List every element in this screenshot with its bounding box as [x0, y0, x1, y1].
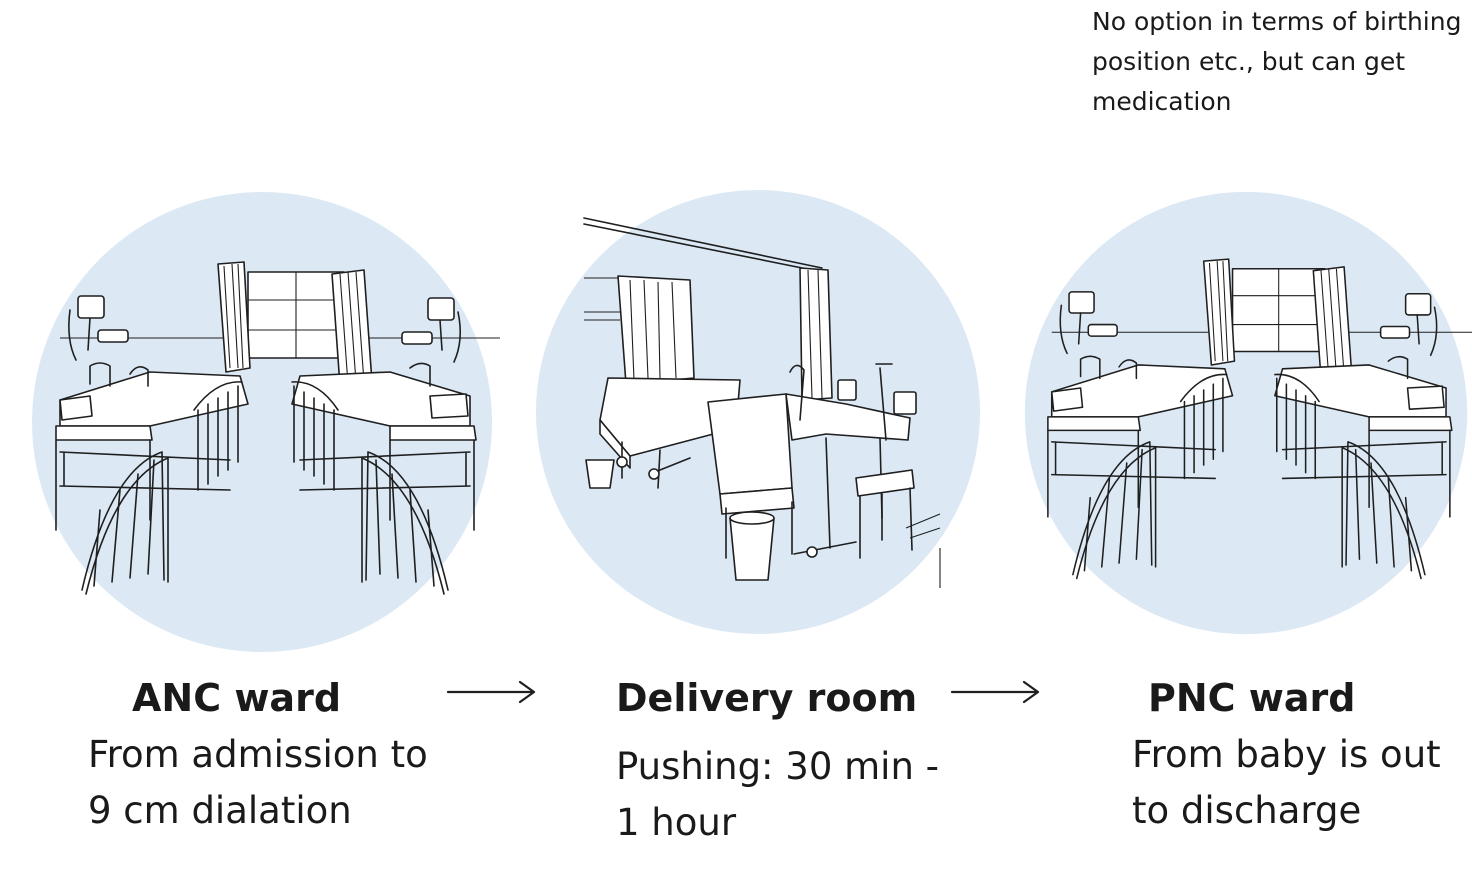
stage-desc-line: From baby is out — [1132, 733, 1441, 776]
note-text: No option in terms of birthing position … — [1092, 2, 1472, 122]
stage-desc-line: 9 cm dialation — [88, 789, 352, 832]
note-line: No option in terms of birthing — [1092, 7, 1462, 36]
stage-desc-line: Pushing: 30 min - — [616, 745, 940, 788]
pnc-ward-illustration — [1020, 188, 1472, 640]
stage-desc-anc-ward: From admission to 9 cm dialation — [88, 727, 428, 839]
stage-desc-pnc-ward: From baby is out to discharge — [1132, 727, 1441, 839]
note-line: medication — [1092, 87, 1232, 116]
stage-title-delivery-room: Delivery room — [616, 676, 918, 720]
stage-title-anc-ward: ANC ward — [132, 676, 342, 720]
anc-ward-illustration — [28, 188, 501, 658]
delivery-room-illustration — [530, 188, 986, 640]
stage-title-pnc-ward: PNC ward — [1148, 676, 1356, 720]
stage-desc-delivery-room: Pushing: 30 min - 1 hour — [616, 739, 939, 851]
stage-desc-line: 1 hour — [616, 801, 737, 844]
stage-desc-line: to discharge — [1132, 789, 1362, 832]
note-line: position etc., but can get — [1092, 47, 1406, 76]
stage-desc-line: From admission to — [88, 733, 428, 776]
right-arrow-icon — [446, 680, 538, 704]
right-arrow-icon — [950, 680, 1042, 704]
